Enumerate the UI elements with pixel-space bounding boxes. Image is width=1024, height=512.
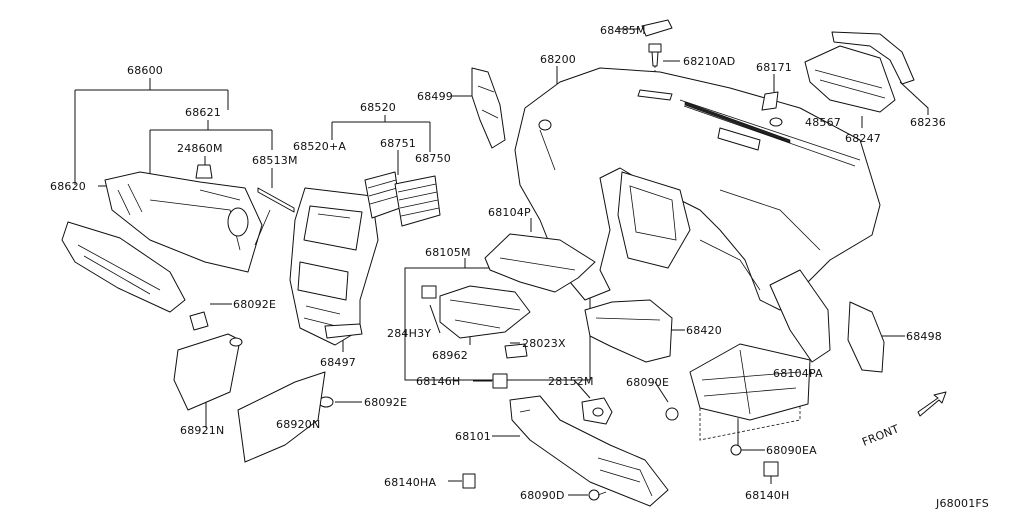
front-label: FRONT <box>860 422 901 449</box>
cover-68920n-part <box>237 371 326 463</box>
cover-68104p-part <box>484 233 596 293</box>
label-68171: 68171 <box>756 61 792 74</box>
label-68200: 68200 <box>540 53 576 66</box>
bracket-68499-part <box>471 67 506 149</box>
label-68090d: 68090D <box>520 489 565 502</box>
label-68236: 68236 <box>910 116 946 129</box>
label-68420: 68420 <box>686 324 722 337</box>
label-28023x: 28023X <box>522 337 566 350</box>
instrument-panel-part <box>514 67 881 311</box>
side-panel-68498-part <box>847 301 885 373</box>
meter-hood-68247-part <box>804 45 896 113</box>
label-68498: 68498 <box>906 330 942 343</box>
panel-68420-part <box>584 299 673 363</box>
label-68513m: 68513M <box>252 154 298 167</box>
center-bezel-part <box>289 187 379 346</box>
label-68921n: 68921N <box>180 424 224 437</box>
label-68090e: 68090E <box>626 376 669 389</box>
label-68140ha: 68140HA <box>384 476 436 489</box>
label-68485m: 68485M <box>600 24 646 37</box>
clip-68092e-upper-part <box>189 311 209 331</box>
clip-68140h-part <box>763 461 779 477</box>
label-24860m: 24860M <box>177 142 223 155</box>
bolt-68090ea-part <box>730 444 742 456</box>
label-28152m: 28152M <box>548 375 594 388</box>
label-68962: 68962 <box>432 349 468 362</box>
label-68497: 68497 <box>320 356 356 369</box>
diagram-code: J68001FS <box>935 497 989 510</box>
grommet-48567-part <box>769 117 783 127</box>
bracket-68497-part <box>324 323 363 339</box>
clip-68146h-part <box>492 373 508 389</box>
clip-24860m-part <box>195 164 213 179</box>
label-68210ad: 68210AD <box>683 55 735 68</box>
bolt-68090e-part <box>665 407 679 421</box>
label-68750: 68750 <box>415 152 451 165</box>
glove-box-lid-part <box>61 221 186 313</box>
label-68247: 68247 <box>845 132 881 145</box>
label-68920n: 68920N <box>276 418 320 431</box>
screw-68090d-part <box>588 489 607 501</box>
front-direction-arrow <box>917 391 947 417</box>
cover-68921n-part <box>173 333 243 411</box>
label-68104p: 68104P <box>488 206 531 219</box>
label-68620: 68620 <box>50 180 86 193</box>
part-28152m <box>581 397 613 425</box>
label-68520: 68520 <box>360 101 396 114</box>
part-number-labels: 68485M 68210AD 68200 68171 68600 68499 6… <box>50 24 989 510</box>
label-68092e-upper: 68092E <box>233 298 276 311</box>
lower-panel-68101-part <box>509 395 669 507</box>
label-68600: 68600 <box>127 64 163 77</box>
cap-68485m-part <box>641 19 673 37</box>
screw-68210ad-part <box>648 43 662 67</box>
glove-box-housing-part <box>104 171 263 273</box>
clip-68171-part <box>761 91 779 111</box>
label-68751: 68751 <box>380 137 416 150</box>
rod-68513m-part <box>254 187 295 246</box>
label-284h3y: 284H3Y <box>387 327 431 340</box>
label-68621: 68621 <box>185 106 221 119</box>
label-68101: 68101 <box>455 430 491 443</box>
label-68105m: 68105M <box>425 246 471 259</box>
label-68104pa: 68104PA <box>773 367 823 380</box>
label-68146h: 68146H <box>416 375 460 388</box>
label-68140h: 68140H <box>745 489 789 502</box>
right-side-bracket-part <box>769 269 831 363</box>
trim-68236-part <box>831 31 915 85</box>
console-68105m-part <box>421 285 531 359</box>
label-68499: 68499 <box>417 90 453 103</box>
frame-68104pa-part <box>689 343 811 421</box>
air-vents-part <box>364 171 441 227</box>
clip-68140ha-part <box>462 473 476 489</box>
label-48567: 48567 <box>805 116 841 129</box>
label-68092e-lower: 68092E <box>364 396 407 409</box>
label-68520a: 68520+A <box>293 140 346 153</box>
label-68090ea: 68090EA <box>766 444 817 457</box>
